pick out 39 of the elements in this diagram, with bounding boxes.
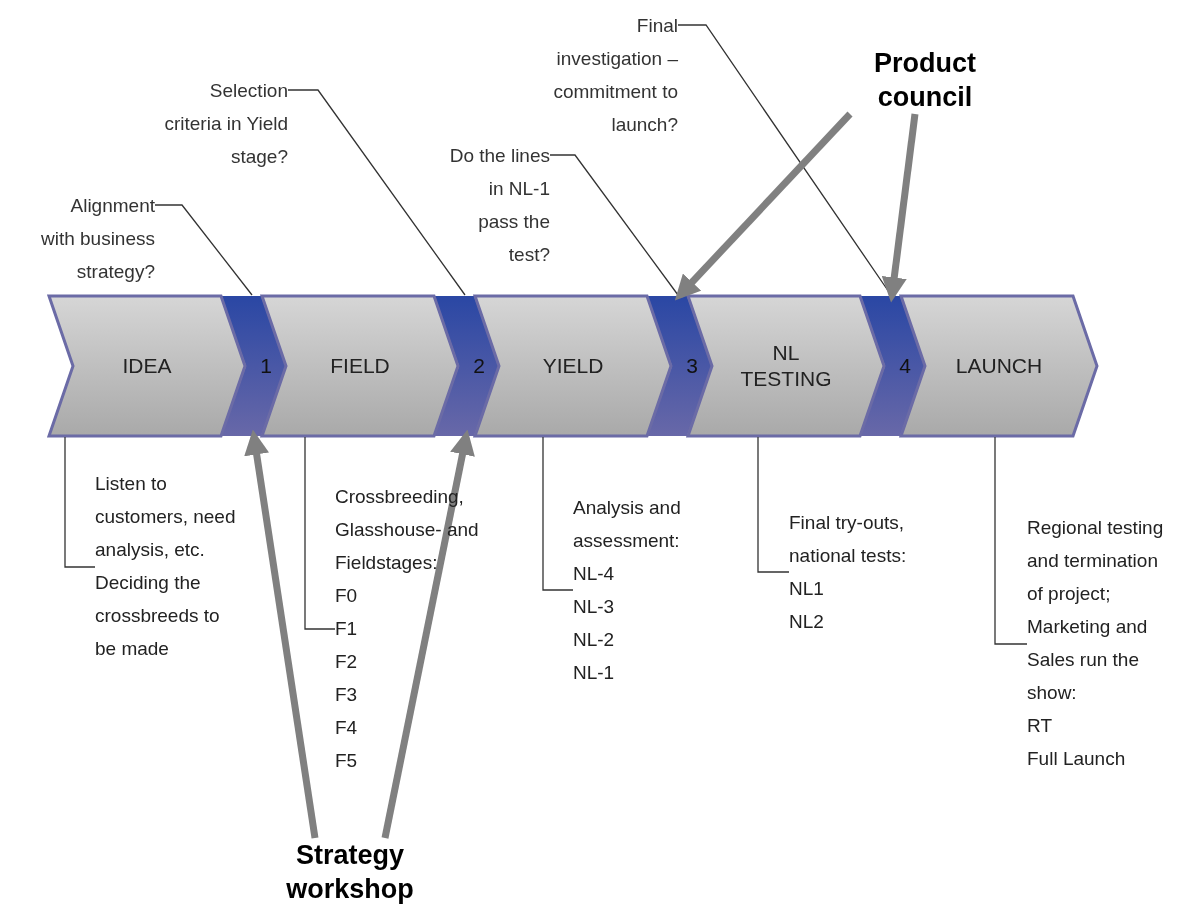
question-text: Selection criteria in Yield stage?: [156, 74, 288, 173]
list-item: NL1: [789, 577, 824, 601]
list-item: RT: [1027, 714, 1052, 738]
list-item: F3: [335, 683, 358, 707]
arrow: [881, 113, 919, 303]
list-item: NL-3: [573, 595, 615, 619]
stage-label: IDEA: [122, 353, 172, 379]
description-text: Final try-outs, national tests:: [789, 511, 908, 568]
description-text: Regional testing and termination of project; Marketing and Sales run the show:: [1027, 516, 1165, 705]
description-text: Listen to customers, need analysis, etc. Deciding the crossbreeds to be made: [95, 472, 237, 661]
list-item: NL-1: [573, 661, 615, 685]
leader-line: [549, 154, 679, 296]
leader-line: [64, 436, 96, 568]
list-item: F1: [335, 617, 358, 641]
question-text: Do the lines in NL-1 pass the test?: [446, 139, 550, 271]
list-item: Full Launch: [1027, 747, 1126, 771]
leader-line: [304, 436, 336, 630]
leader-line: [154, 204, 253, 296]
leader-line: [757, 436, 790, 573]
list-item: NL-4: [573, 562, 615, 586]
list-item: NL-2: [573, 628, 615, 652]
stage-label: LAUNCH: [955, 353, 1043, 379]
question-text: Final investigation – commitment to launch?: [543, 9, 678, 141]
arrow: [381, 429, 475, 839]
arrow: [244, 429, 319, 839]
list-item: F0: [335, 584, 358, 608]
description-text: Analysis and assessment:: [573, 496, 682, 553]
callout-text: Product council: [845, 46, 1005, 114]
leader-line: [542, 436, 574, 591]
gate-number: 4: [898, 353, 912, 379]
arrow: [674, 111, 853, 301]
question-text: Alignment with business strategy?: [37, 189, 155, 288]
callout-text: Strategy workshop: [270, 838, 430, 906]
list-item: F2: [335, 650, 358, 674]
leader-line: [994, 436, 1028, 645]
leader-line: [287, 89, 466, 296]
list-item: NL2: [789, 610, 824, 634]
list-item: F4: [335, 716, 358, 740]
list-item: F5: [335, 749, 358, 773]
